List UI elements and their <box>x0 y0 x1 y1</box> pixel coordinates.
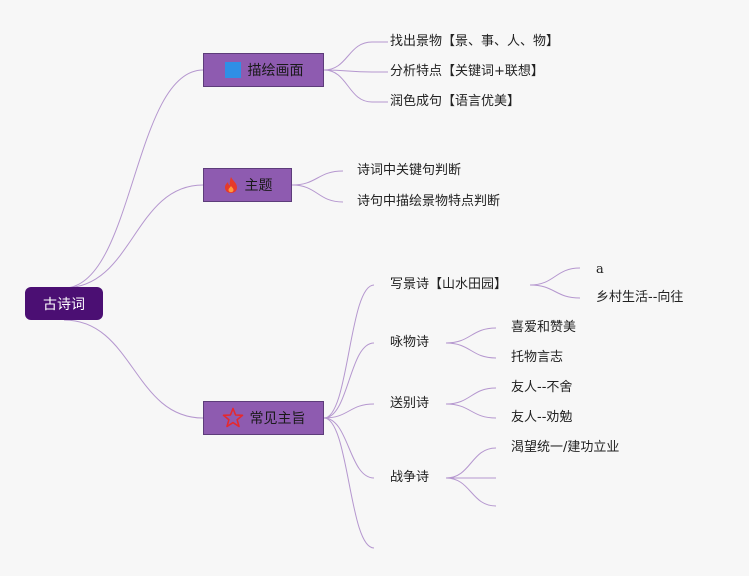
connector-sub3-child2 <box>445 477 497 507</box>
branch-label: 描绘画面 <box>247 63 304 79</box>
connector-branch1-leaf1 <box>323 69 373 73</box>
connector-root-branch2 <box>63 184 204 289</box>
leaf-a[interactable]: a <box>596 262 604 277</box>
leaf-rural-life[interactable]: 乡村生活--向往 <box>596 290 684 305</box>
root-label: 古诗词 <box>43 296 85 313</box>
blue-square-icon <box>224 61 242 79</box>
branch-label: 常见主旨 <box>249 411 306 427</box>
root-node-ancient-poetry[interactable]: 古诗词 <box>25 287 103 320</box>
branch-label: 主题 <box>244 178 273 194</box>
branch-theme[interactable]: 主题 <box>203 168 292 202</box>
connector-branch3-sub1 <box>323 342 375 419</box>
connector-sub0-child0 <box>529 267 581 286</box>
connector-branch1-leaf2 <box>323 69 373 103</box>
leaf-scenery-features[interactable]: 诗句中描绘景物特点判断 <box>357 194 501 209</box>
branch-depict-scene[interactable]: 描绘画面 <box>203 53 324 87</box>
connector-sub2-child1 <box>445 403 497 419</box>
connector-sub3-child0 <box>445 447 497 479</box>
connector-sub1-child1 <box>445 342 497 359</box>
leaf-polish-sentence[interactable]: 润色成句【语言优美】 <box>390 94 521 109</box>
connector-branch2-leaf1 <box>291 184 344 203</box>
star-icon <box>222 407 244 429</box>
leaf-key-sentence[interactable]: 诗词中关键句判断 <box>357 163 462 178</box>
connector-root-branch1 <box>63 69 204 289</box>
leaf-friend-encourage[interactable]: 友人--劝勉 <box>511 410 573 425</box>
branch-common-themes[interactable]: 常见主旨 <box>203 401 324 435</box>
connector-branch2-leaf0 <box>291 170 344 186</box>
connector-sub1-child0 <box>445 327 497 344</box>
subgroup-war-poetry[interactable]: 战争诗 <box>390 470 430 485</box>
connector-branch1-leaf0 <box>323 41 373 71</box>
connector-sub0-child1 <box>529 284 581 299</box>
leaf-find-scenery[interactable]: 找出景物【景、事、人、物】 <box>390 34 560 49</box>
leaf-express-aspiration[interactable]: 托物言志 <box>511 350 564 365</box>
connector-branch3-sub3 <box>323 417 375 479</box>
connector-branch3-sub4 <box>323 417 375 549</box>
subgroup-landscape-poetry[interactable]: 写景诗【山水田园】 <box>390 277 508 292</box>
connector-root-branch3 <box>63 319 204 419</box>
leaf-analyze-features[interactable]: 分析特点【关键词+联想】 <box>390 64 544 79</box>
connector-branch3-sub2 <box>323 403 375 419</box>
connector-branch3-sub0 <box>323 284 375 419</box>
leaf-friend-reluctance[interactable]: 友人--不舍 <box>511 380 573 395</box>
leaf-unify-achieve[interactable]: 渴望统一/建功立业 <box>511 440 620 455</box>
subgroup-object-poetry[interactable]: 咏物诗 <box>390 335 430 350</box>
leaf-love-praise[interactable]: 喜爱和赞美 <box>511 320 577 335</box>
fire-icon <box>223 176 239 194</box>
subgroup-farewell-poetry[interactable]: 送别诗 <box>390 396 430 411</box>
connector-sub2-child0 <box>445 387 497 405</box>
